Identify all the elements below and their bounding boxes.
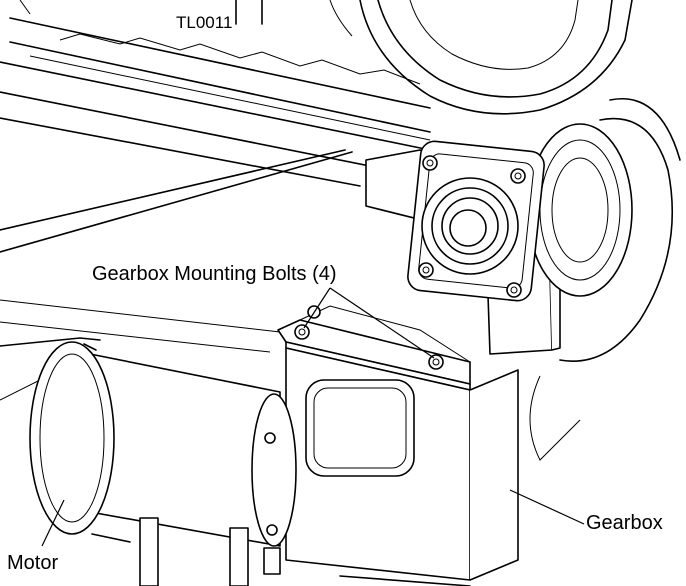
gearbox-callout: Gearbox [586, 512, 663, 534]
gearbox-mount-plate [277, 305, 471, 391]
flange-bearing [407, 140, 545, 302]
figure-id-label: TL0011 [176, 13, 233, 32]
gearbox-body [285, 347, 519, 586]
gearbox-leader [509, 489, 585, 525]
bolts-leader-left [303, 287, 331, 329]
motor-callout: Motor [7, 552, 59, 574]
bolts-leader-right [329, 287, 435, 359]
mounting-bolts-callout: Gearbox Mounting Bolts (4) [92, 263, 337, 285]
motor-leader [41, 499, 65, 547]
motor-body [29, 341, 297, 586]
conveyor-frame [0, 0, 431, 401]
drive-wheel [329, 0, 633, 115]
callout-leaders [41, 287, 585, 547]
roller-chain [9, 17, 431, 141]
sprocket-chain [527, 98, 681, 461]
